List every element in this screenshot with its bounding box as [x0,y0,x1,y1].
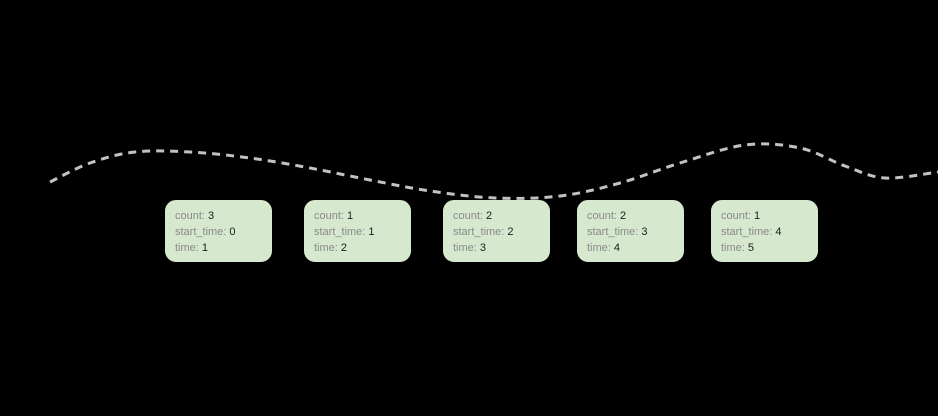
node-field-value: 1 [347,210,354,222]
node-field-key: start_time: [721,226,773,238]
node-field-value: 2 [507,226,514,238]
node-field-row: time: 4 [587,240,679,256]
node-field-key: time: [175,242,199,254]
node-field-value: 2 [486,210,493,222]
node-field-row: count: 1 [721,208,813,224]
node-field-row: time: 5 [721,240,813,256]
node-field-value: 0 [229,226,236,238]
node-field-value: 3 [479,242,487,254]
node-field-row: count: 2 [587,208,679,224]
node-field-key: count: [314,210,344,222]
node-field-key: count: [453,210,483,222]
node-field-key: start_time: [453,226,505,238]
node-field-key: start_time: [587,226,639,238]
node-field-row: count: 1 [314,208,406,224]
node-field-key: start_time: [314,226,366,238]
node-field-key: time: [587,242,611,254]
node-field-row: count: 3 [175,208,267,224]
node-field-row: time: 3 [453,240,545,256]
node-field-value: 1 [368,226,375,238]
node-field-row: time: 2 [314,240,406,256]
node-field-value: 3 [208,210,215,222]
node-field-key: count: [721,210,751,222]
node-field-row: count: 2 [453,208,545,224]
node-field-value: 4 [613,242,621,254]
node-field-row: start_time: 1 [314,224,406,240]
node-field-key: time: [721,242,745,254]
node-field-value: 2 [340,242,348,254]
node-field-row: start_time: 2 [453,224,545,240]
node-field-value: 5 [747,242,755,254]
node-field-row: start_time: 4 [721,224,813,240]
node-field-value: 4 [775,226,782,238]
node-field-key: time: [314,242,338,254]
node-field-value: 2 [620,210,627,222]
node-field-key: time: [453,242,477,254]
node-field-value: 3 [641,226,648,238]
node-field-key: start_time: [175,226,227,238]
node-field-key: count: [587,210,617,222]
node-field-row: time: 1 [175,240,267,256]
node-field-key: count: [175,210,205,222]
node-field-value: 1 [754,210,761,222]
node-field-row: start_time: 3 [587,224,679,240]
node-field-row: start_time: 0 [175,224,267,240]
node-field-value: 1 [201,242,209,254]
